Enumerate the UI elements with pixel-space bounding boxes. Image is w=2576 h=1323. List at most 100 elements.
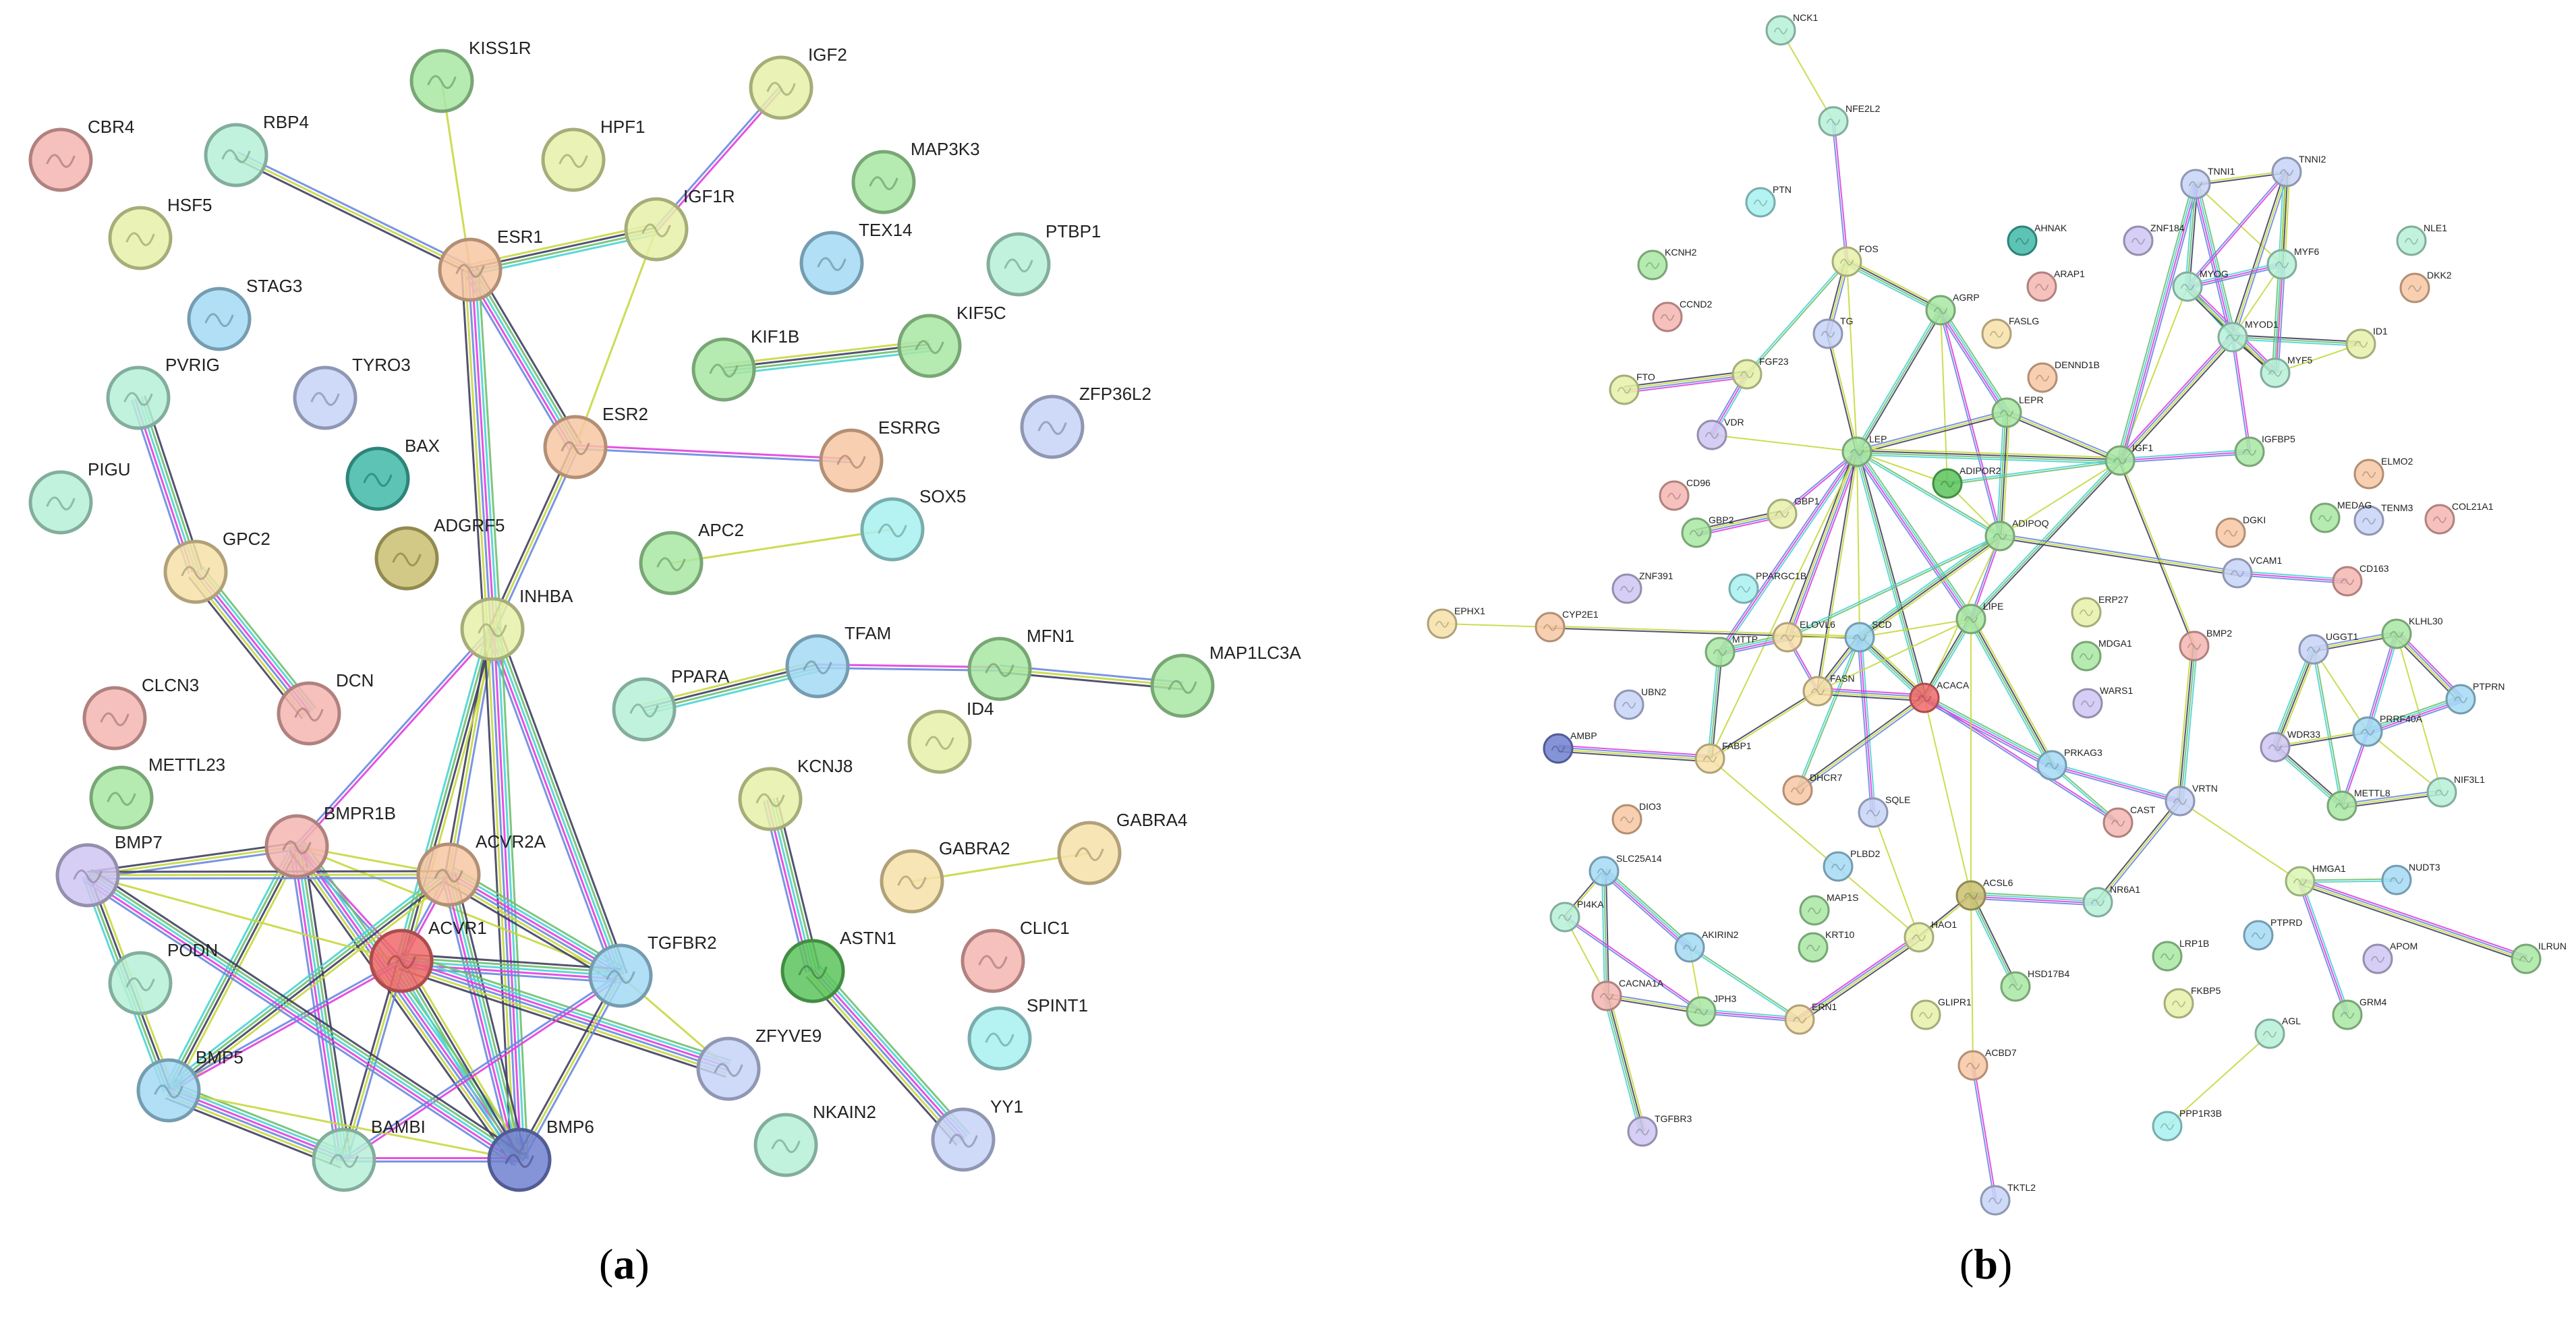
b-node-myog[interactable]: MYOG [2172,268,2229,302]
b-node-acaca[interactable]: ACACA [1909,680,1970,713]
b-node-tg[interactable]: TG [1812,316,1853,349]
a-node-map3k3[interactable]: MAP3K3 [851,139,980,214]
b-node-erp27[interactable]: ERP27 [2071,594,2129,628]
a-node-bmp6[interactable]: BMP6 [487,1117,594,1192]
a-node-mfn1[interactable]: MFN1 [967,626,1075,701]
b-node-adipor2[interactable]: ADIPOR2 [1932,465,2001,499]
a-node-esr2[interactable]: ESR2 [543,404,648,479]
b-node-ern1[interactable]: ERN1 [1784,1001,1837,1035]
b-node-apom[interactable]: APOM [2362,941,2417,974]
b-node-mettl8[interactable]: METTL8 [2326,788,2391,821]
b-node-agl[interactable]: AGL [2254,1016,2301,1049]
b-node-ambp[interactable]: AMBP [1543,730,1597,764]
b-node-fto[interactable]: FTO [1609,372,1655,405]
a-node-tgfbr2[interactable]: TGFBR2 [588,933,717,1008]
b-node-tgfbr3[interactable]: TGFBR3 [1627,1113,1692,1147]
a-node-kif1b[interactable]: KIF1B [691,326,799,402]
b-node-slc25a14[interactable]: SLC25A14 [1588,853,1662,887]
b-node-plbd2[interactable]: PLBD2 [1823,848,1881,882]
b-node-ptn[interactable]: PTN [1745,184,1792,218]
b-node-mttp[interactable]: MTTP [1705,634,1758,668]
b-node-bmp2[interactable]: BMP2 [2179,628,2232,662]
b-node-nr6a1[interactable]: NR6A1 [2082,884,2140,918]
b-node-acsl6[interactable]: ACSL6 [1955,877,2013,911]
b-node-lep[interactable]: LEP [1841,434,1887,467]
a-node-kiss1r[interactable]: KISS1R [409,38,532,113]
b-node-ppp1r3b[interactable]: PPP1R3B [2152,1108,2222,1142]
b-node-arap1[interactable]: ARAP1 [2026,268,2085,302]
b-node-dennd1b[interactable]: DENND1B [2027,359,2100,393]
a-node-adgrf5[interactable]: ADGRF5 [374,515,505,591]
a-node-hsf5[interactable]: HSF5 [108,195,212,270]
a-node-bambi[interactable]: BAMBI [312,1117,426,1192]
b-node-ephx1[interactable]: EPHX1 [1427,606,1485,639]
b-node-fkbp5[interactable]: FKBP5 [2163,985,2221,1019]
b-node-cd163[interactable]: CD163 [2332,563,2389,597]
b-node-uggt1[interactable]: UGGT1 [2298,631,2358,665]
b-node-akirin2[interactable]: AKIRIN2 [1674,929,1739,963]
b-node-pi4ka[interactable]: PI4KA [1549,899,1604,933]
a-node-spint1[interactable]: SPINT1 [967,995,1088,1071]
b-node-tnni2[interactable]: TNNI2 [2271,154,2326,187]
a-node-kcnj8[interactable]: KCNJ8 [738,756,853,831]
b-node-lepr[interactable]: LEPR [1991,394,2044,428]
a-node-ppara[interactable]: PPARA [612,666,730,742]
b-node-tktl2[interactable]: TKTL2 [1980,1182,2036,1216]
b-node-dhcr7[interactable]: DHCR7 [1782,772,1842,806]
b-node-cacna1a[interactable]: CACNA1A [1591,978,1664,1011]
a-node-acvr1[interactable]: ACVR1 [369,918,487,993]
a-node-hpf1[interactable]: HPF1 [541,117,645,192]
b-node-igf1[interactable]: IGF1 [2105,442,2153,476]
b-node-vrtn[interactable]: VRTN [2165,783,2218,817]
a-node-rbp4[interactable]: RBP4 [204,112,309,187]
b-node-znf391[interactable]: ZNF391 [1611,570,1673,604]
b-node-ahnak[interactable]: AHNAK [2007,223,2067,256]
b-node-fos[interactable]: FOS [1831,243,1879,277]
a-node-clic1[interactable]: CLIC1 [961,918,1070,993]
a-node-bmp5[interactable]: BMP5 [136,1047,244,1123]
b-node-ptprd[interactable]: PTPRD [2243,917,2302,951]
a-node-cbr4[interactable]: CBR4 [28,117,134,192]
b-node-fabp1[interactable]: FABP1 [1694,740,1752,774]
b-node-prkag3[interactable]: PRKAG3 [2036,747,2102,781]
a-node-esrrg[interactable]: ESRRG [819,417,940,493]
b-node-tenm3[interactable]: TENM3 [2353,502,2413,536]
a-node-dcn[interactable]: DCN [277,670,374,746]
b-node-ccnd2[interactable]: CCND2 [1652,299,1712,332]
b-node-medag[interactable]: MEDAG [2310,500,2372,533]
b-node-myf5[interactable]: MYF5 [2260,355,2313,388]
b-node-jph3[interactable]: JPH3 [1686,993,1736,1027]
a-node-sox5[interactable]: SOX5 [860,486,966,562]
a-node-igf2[interactable]: IGF2 [749,45,847,120]
b-node-ubn2[interactable]: UBN2 [1613,686,1667,720]
b-node-nck1[interactable]: NCK1 [1765,12,1819,46]
a-node-tyro3[interactable]: TYRO3 [293,355,411,430]
b-node-klhl30[interactable]: KLHL30 [2381,616,2443,649]
b-node-ppargc1b[interactable]: PPARGC1B [1728,570,1806,604]
b-node-agrp[interactable]: AGRP [1925,292,1980,326]
b-node-cyp2e1[interactable]: CYP2E1 [1535,609,1599,643]
a-node-pigu[interactable]: PIGU [28,459,131,535]
b-node-nfe2l2[interactable]: NFE2L2 [1818,103,1881,137]
a-node-inhba[interactable]: INHBA [460,586,573,662]
a-node-bax[interactable]: BAX [345,436,440,511]
a-node-apc2[interactable]: APC2 [639,520,744,595]
b-node-lipe[interactable]: LIPE [1955,601,2003,635]
b-node-krt10[interactable]: KRT10 [1798,929,1855,963]
b-node-cast[interactable]: CAST [2102,804,2156,838]
b-node-ilrun[interactable]: ILRUN [2511,941,2567,974]
b-node-acbd7[interactable]: ACBD7 [1957,1047,2017,1081]
a-node-stag3[interactable]: STAG3 [187,276,302,351]
a-node-tfam[interactable]: TFAM [785,623,891,699]
a-node-igf1r[interactable]: IGF1R [624,186,735,262]
a-node-bmp7[interactable]: BMP7 [55,832,163,908]
a-node-kif5c[interactable]: KIF5C [897,303,1006,378]
a-node-zfyve9[interactable]: ZFYVE9 [696,1026,822,1101]
a-node-podn[interactable]: PODN [108,940,218,1016]
b-node-wdr33[interactable]: WDR33 [2260,729,2320,763]
b-node-myf6[interactable]: MYF6 [2266,246,2320,280]
b-node-myod1[interactable]: MYOD1 [2217,319,2279,353]
b-node-scd[interactable]: SCD [1844,619,1892,653]
b-node-adipoq[interactable]: ADIPOQ [1984,518,2049,552]
b-node-ptprn[interactable]: PTPRN [2445,681,2505,715]
